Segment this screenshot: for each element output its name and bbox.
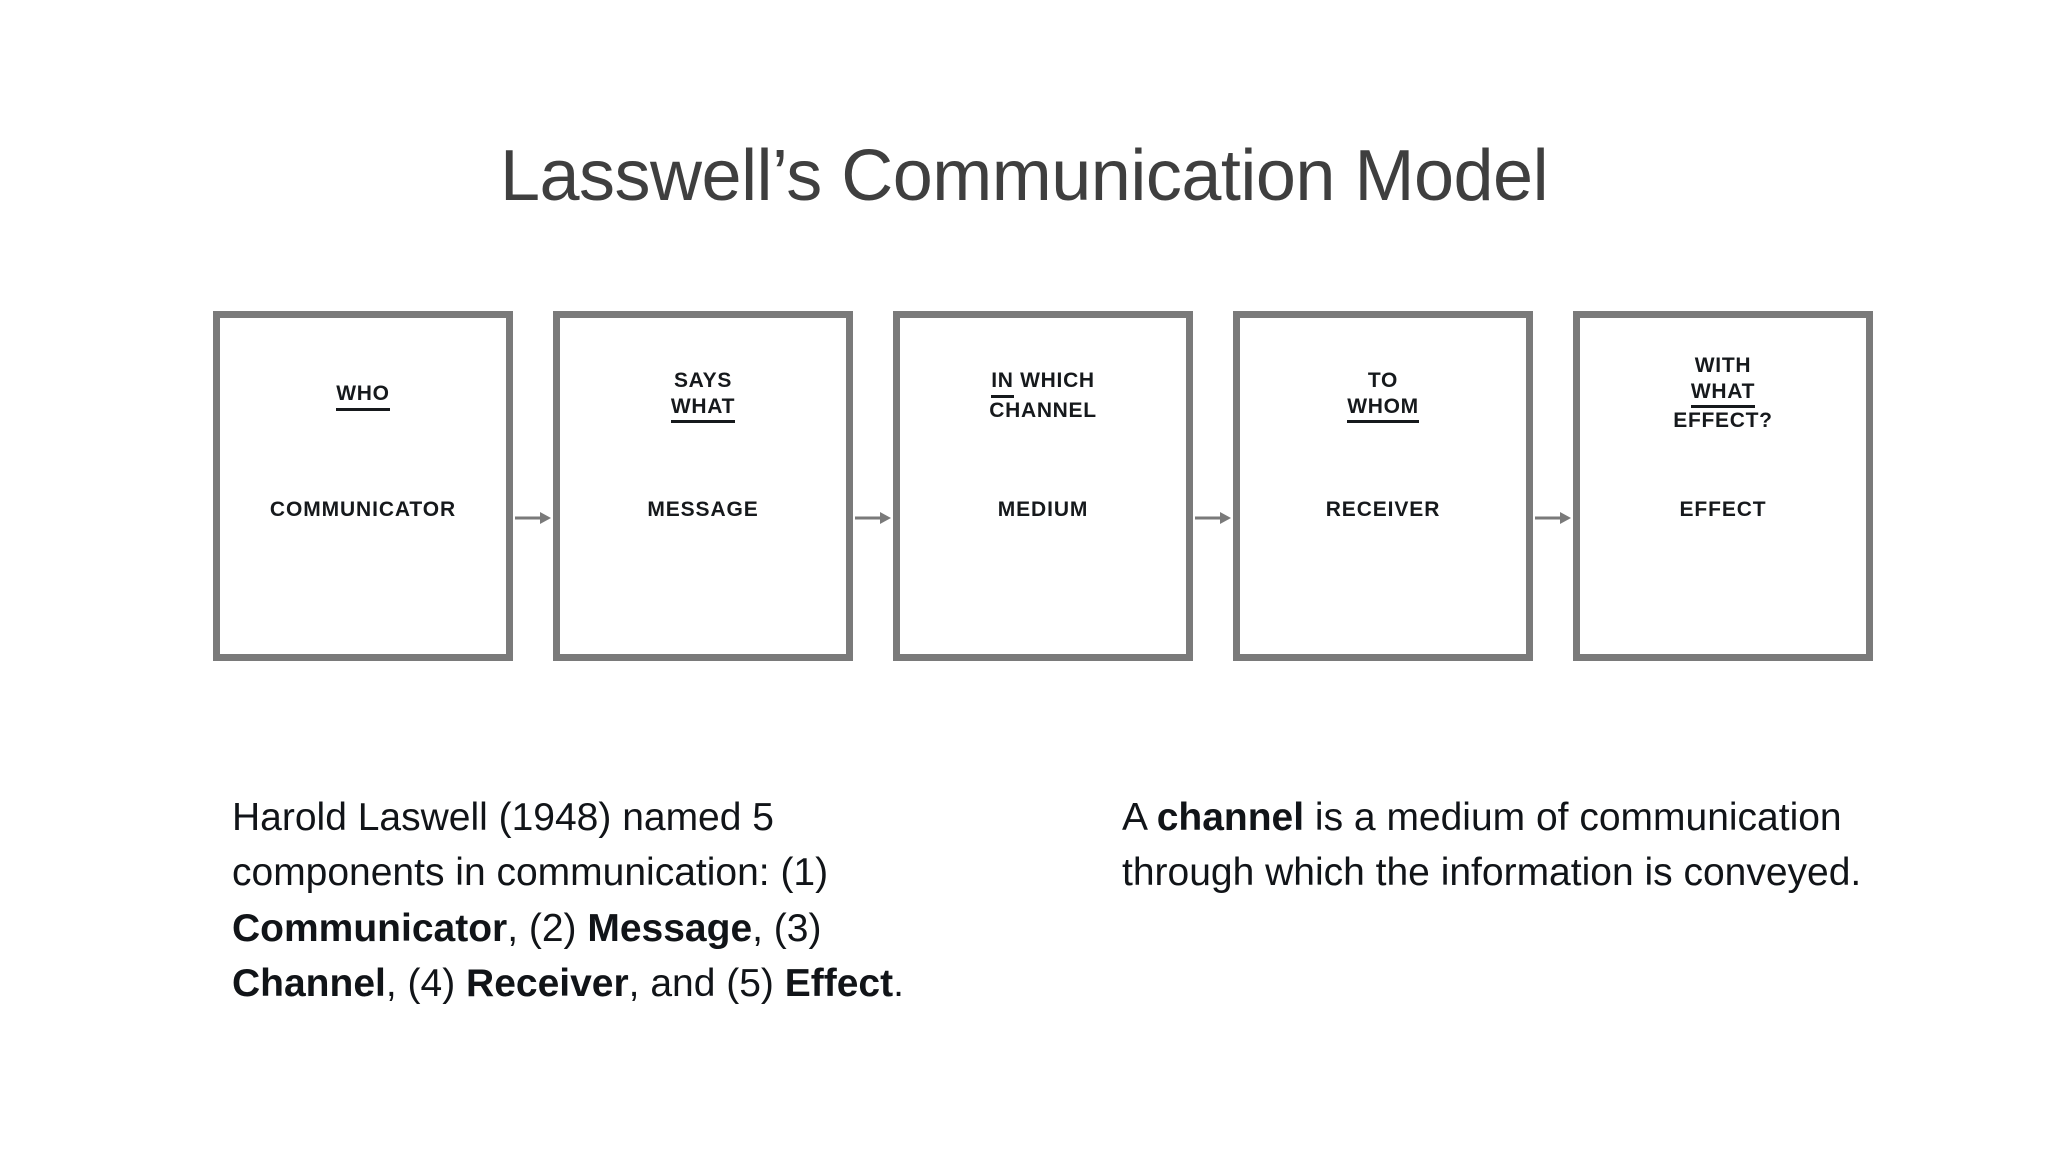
flow-arrow-icon	[1533, 507, 1573, 529]
left-paragraph-segment-3: Message	[587, 906, 753, 950]
left-paragraph-segment-1: Communicator	[232, 906, 508, 950]
right-paragraph-segment-0: A	[1122, 796, 1157, 839]
box-answer-message: MESSAGE	[647, 498, 759, 521]
box-question-communicator: WHO	[220, 381, 506, 411]
box-answer-medium: MEDIUM	[997, 498, 1089, 521]
left-paragraph-segment-6: , (4)	[385, 962, 467, 1006]
model-box-communicator: WHO COMMUNICATOR	[213, 311, 513, 661]
flow-arrow-icon	[513, 507, 553, 529]
box-answer-communicator: COMMUNICATOR	[269, 498, 457, 521]
flow-arrow-icon	[853, 507, 893, 529]
left-paragraph-segment-0: Harold Laswell (1948) named 5 components…	[232, 796, 829, 895]
left-paragraph: Harold Laswell (1948) named 5 components…	[232, 790, 962, 1012]
left-paragraph-segment-2: , (2)	[507, 906, 588, 950]
left-paragraph-segment-7: Receiver	[466, 962, 629, 1006]
left-paragraph-segment-8: , and (5)	[628, 962, 785, 1006]
right-paragraph-segment-2: is a medium of communication through whi…	[1122, 796, 1862, 895]
flow-arrow-icon	[1193, 507, 1233, 529]
left-paragraph-segment-9: Effect	[784, 962, 894, 1006]
left-paragraph-segment-4: , (3)	[752, 906, 822, 950]
box-answer-receiver: RECEIVER	[1325, 498, 1441, 521]
box-answer-effect: EFFECT	[1679, 498, 1767, 521]
right-paragraph-segment-1: channel	[1156, 796, 1305, 839]
page-title: Lasswell’s Communication Model	[499, 136, 1549, 216]
left-paragraph-segment-5: Channel	[232, 962, 386, 1006]
left-paragraph-segment-10: .	[893, 962, 904, 1006]
right-paragraph: A channel is a medium of communication t…	[1122, 790, 1862, 901]
